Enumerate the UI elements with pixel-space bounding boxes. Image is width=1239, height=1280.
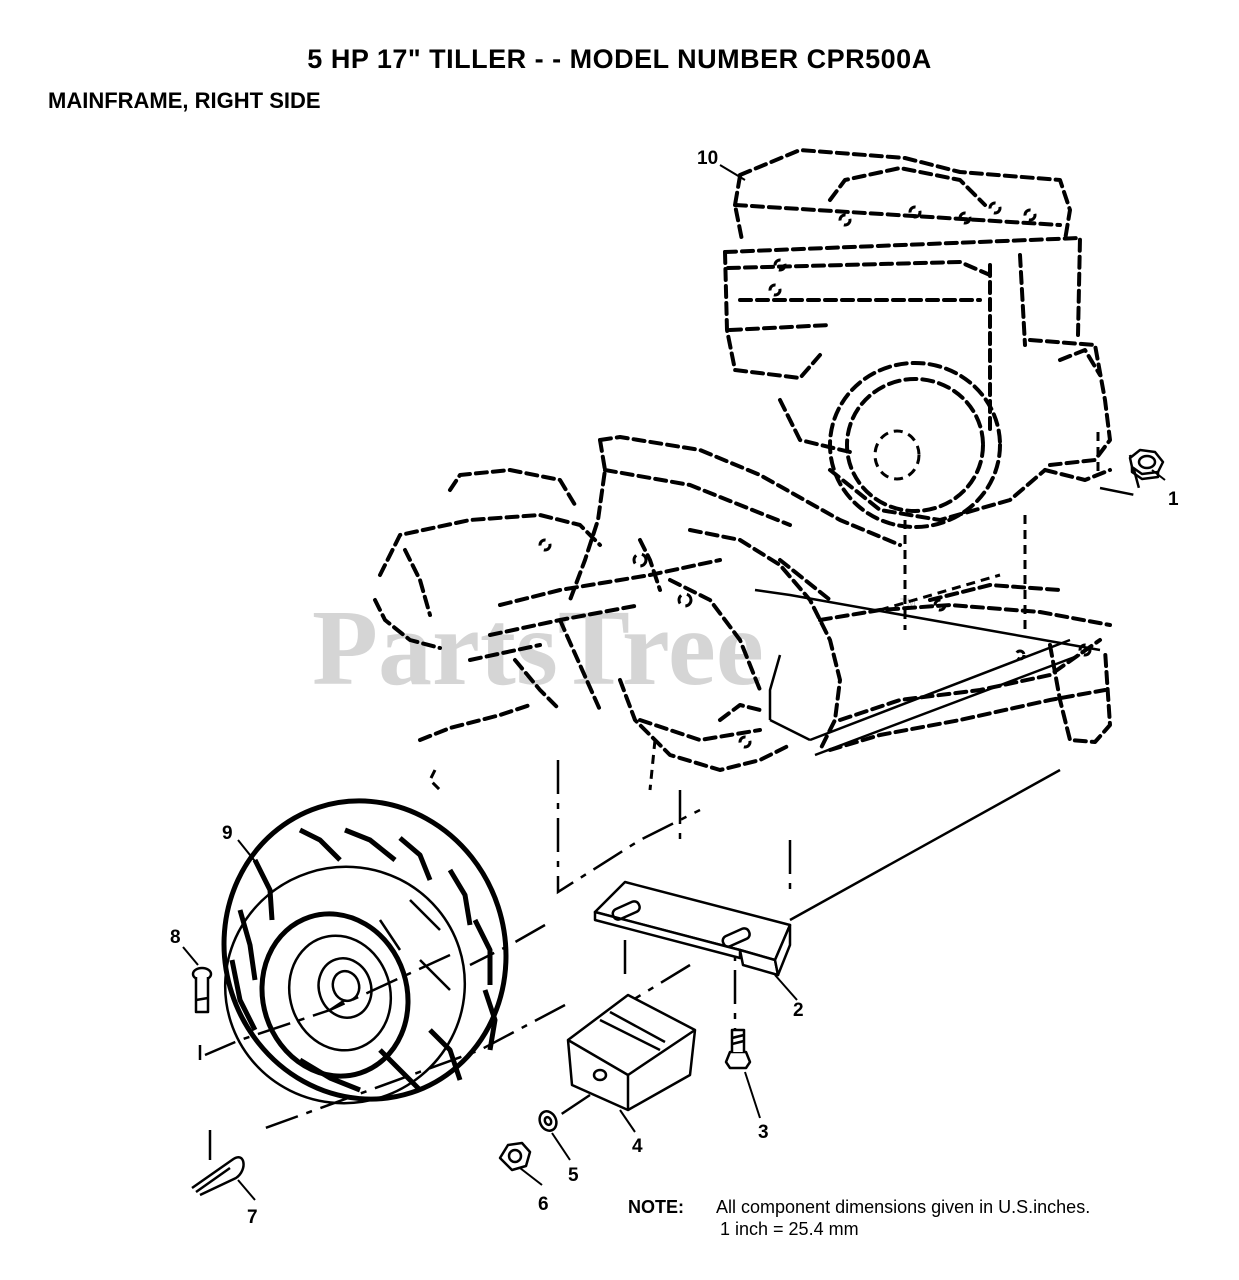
dimension-note: NOTE: All component dimensions given in U… bbox=[628, 1196, 1090, 1240]
note-line-1: All component dimensions given in U.S.in… bbox=[716, 1197, 1091, 1217]
callout-2: 2 bbox=[793, 1000, 804, 1021]
frame-rail bbox=[754, 588, 1101, 922]
callout-9: 9 bbox=[222, 823, 233, 844]
part-7-hairpin-clip bbox=[191, 1156, 245, 1197]
part-9-wheel-tire bbox=[221, 798, 509, 1105]
part-6-hex-nut bbox=[498, 1141, 532, 1172]
engine-outline bbox=[723, 148, 1112, 630]
part-3-bolt bbox=[724, 1028, 752, 1070]
note-label: NOTE: bbox=[628, 1197, 684, 1217]
diagram-title: 5 HP 17" TILLER - - MODEL NUMBER CPR500A bbox=[307, 44, 932, 74]
callout-6: 6 bbox=[538, 1194, 549, 1215]
callout-5: 5 bbox=[568, 1165, 579, 1186]
leader-lines bbox=[182, 164, 1166, 1201]
section-title: MAINFRAME, RIGHT SIDE bbox=[48, 88, 321, 113]
callout-3: 3 bbox=[758, 1122, 769, 1143]
part-2-bracket bbox=[593, 880, 792, 977]
part-1-hex-nut bbox=[1128, 448, 1165, 481]
callout-10: 10 bbox=[697, 148, 718, 169]
callout-4: 4 bbox=[632, 1136, 643, 1157]
callout-7: 7 bbox=[247, 1207, 258, 1228]
callout-1: 1 bbox=[1168, 489, 1179, 510]
part-8-clevis-pin bbox=[191, 966, 213, 1014]
part-5-lock-washer bbox=[538, 1110, 558, 1132]
tine-assembly-outline bbox=[373, 435, 1112, 792]
note-line-2: 1 inch = 25.4 mm bbox=[720, 1219, 859, 1239]
callout-8: 8 bbox=[170, 927, 181, 948]
part-4-weight bbox=[566, 993, 697, 1112]
